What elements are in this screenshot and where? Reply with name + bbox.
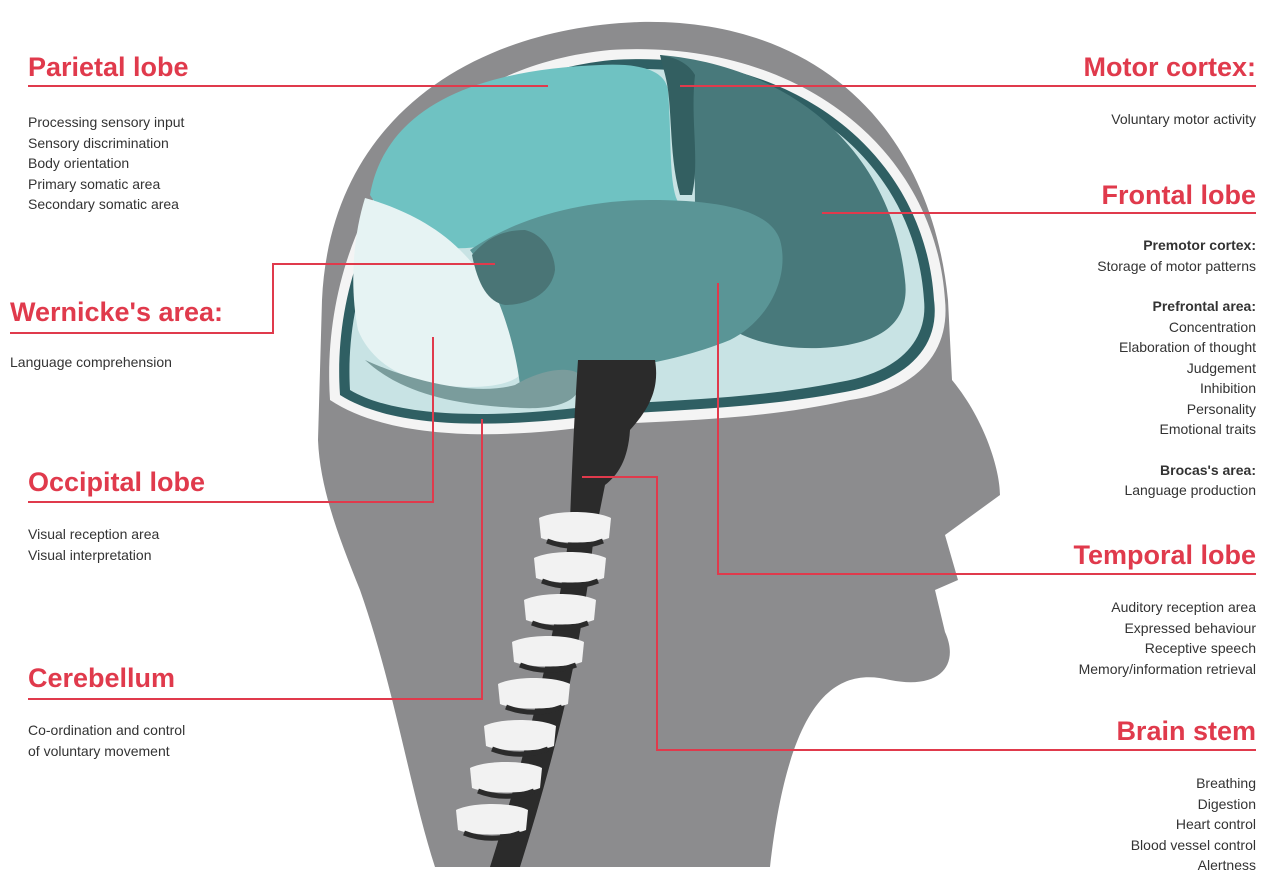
function-item: Auditory reception area [1073,597,1256,618]
parietal-lobe-title: Parietal lobe [28,52,189,82]
function-item: Co-ordination and control [28,720,185,741]
wernicke-area-title: Wernicke's area: [10,297,223,327]
function-item: Expressed behaviour [1073,618,1256,639]
function-item: Primary somatic area [28,174,189,195]
vertebra [512,636,584,667]
function-item: Blood vessel control [1116,835,1256,856]
vertebra [456,804,528,835]
function-item: Receptive speech [1073,638,1256,659]
function-item: Breathing [1116,773,1256,794]
motor-cortex-title: Motor cortex: [1083,52,1256,82]
frontal-lobe-title: Frontal lobe [1097,180,1256,210]
temporal-lobe-block: Temporal lobe Auditory reception area Ex… [1073,540,1256,679]
prefrontal-area-subtitle: Prefrontal area: [1097,296,1256,317]
motor-cortex-block: Motor cortex: Voluntary motor activity [1083,52,1256,130]
vertebra [534,552,606,583]
vertebra [524,594,596,625]
function-item: Voluntary motor activity [1083,109,1256,130]
function-item: of voluntary movement [28,741,185,762]
function-item: Heart control [1116,814,1256,835]
cerebellum-title: Cerebellum [28,663,185,693]
brocas-area-subtitle: Brocas's area: [1097,460,1256,481]
function-item: Digestion [1116,794,1256,815]
vertebra [498,678,570,709]
cerebellum-block: Cerebellum Co-ordination and control of … [28,663,185,761]
brain-stem-title: Brain stem [1116,716,1256,746]
parietal-lobe-block: Parietal lobe Processing sensory input S… [28,52,189,215]
function-item: Memory/information retrieval [1073,659,1256,680]
function-item: Language production [1097,480,1256,501]
function-item: Visual reception area [28,524,205,545]
vertebra [470,762,542,793]
premotor-cortex-subtitle: Premotor cortex: [1097,235,1256,256]
function-item: Storage of motor patterns [1097,256,1256,277]
wernicke-area-functions: Language comprehension [10,352,223,373]
function-item: Sensory discrimination [28,133,189,154]
function-item: Secondary somatic area [28,194,189,215]
brain-stem-functions: Breathing Digestion Heart control Blood … [1116,773,1256,876]
occipital-lobe-title: Occipital lobe [28,467,205,497]
function-item: Body orientation [28,153,189,174]
function-item: Emotional traits [1097,419,1256,440]
temporal-lobe-title: Temporal lobe [1073,540,1256,570]
vertebra [484,720,556,751]
brain-stem-block: Brain stem Breathing Digestion Heart con… [1116,716,1256,876]
motor-cortex-functions: Voluntary motor activity [1083,109,1256,130]
vertebra [539,512,611,543]
cerebellum-functions: Co-ordination and control of voluntary m… [28,720,185,761]
function-item: Elaboration of thought [1097,337,1256,358]
prefrontal-area-group: Prefrontal area: Concentration Elaborati… [1097,296,1256,440]
frontal-lobe-functions: Premotor cortex: Storage of motor patter… [1097,235,1256,501]
frontal-lobe-block: Frontal lobe Premotor cortex: Storage of… [1097,180,1256,521]
parietal-lobe-functions: Processing sensory input Sensory discrim… [28,112,189,215]
function-item: Alertness [1116,855,1256,876]
function-item: Language comprehension [10,352,223,373]
occipital-lobe-block: Occipital lobe Visual reception area Vis… [28,467,205,565]
wernicke-area-block: Wernicke's area: Language comprehension [10,297,223,373]
function-item: Personality [1097,399,1256,420]
brocas-area-group: Brocas's area: Language production [1097,460,1256,501]
premotor-cortex-group: Premotor cortex: Storage of motor patter… [1097,235,1256,276]
function-item: Visual interpretation [28,545,205,566]
function-item: Processing sensory input [28,112,189,133]
function-item: Concentration [1097,317,1256,338]
occipital-lobe-functions: Visual reception area Visual interpretat… [28,524,205,565]
function-item: Judgement [1097,358,1256,379]
temporal-lobe-functions: Auditory reception area Expressed behavi… [1073,597,1256,679]
function-item: Inhibition [1097,378,1256,399]
